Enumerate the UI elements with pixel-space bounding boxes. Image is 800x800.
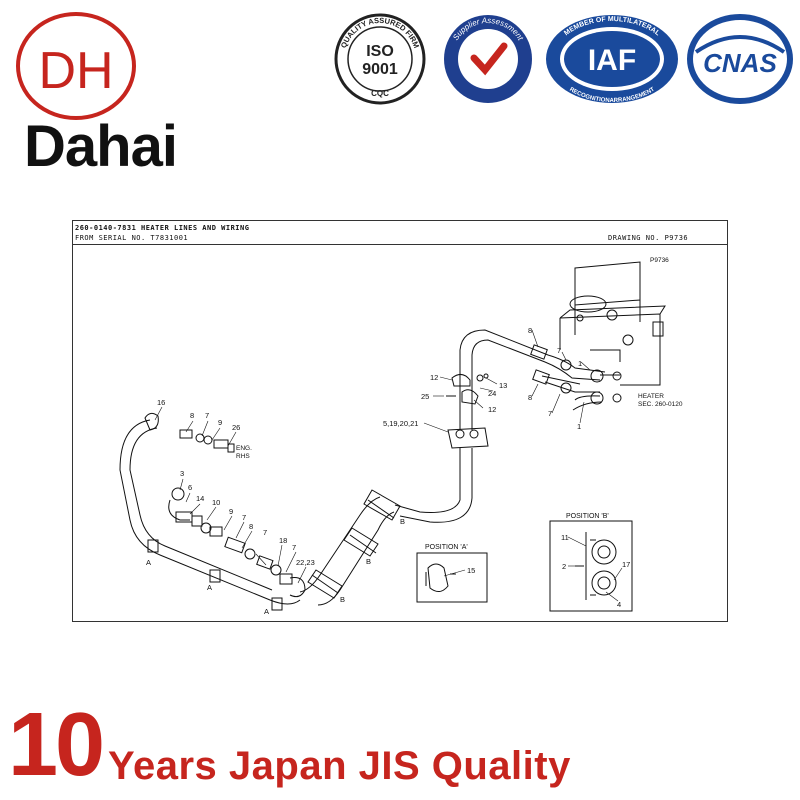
logo-text: DH (38, 42, 113, 100)
years-number: 10 (8, 695, 105, 795)
brand-name: Dahai (24, 114, 178, 179)
serial-line: FROM SERIAL NO. T7831001 (75, 234, 189, 242)
drawing-number: DRAWING NO. P9736 (608, 234, 689, 242)
svg-text:CNAS: CNAS (703, 48, 777, 78)
dh-logo: DH (16, 12, 136, 120)
parts-drawing-frame (72, 220, 728, 622)
svg-text:ISO: ISO (366, 43, 394, 60)
drawing-header-rule (72, 244, 728, 245)
svg-text:IAF: IAF (588, 44, 636, 77)
svg-text:9001: 9001 (362, 61, 398, 78)
quality-slogan: Years Japan JIS Quality (108, 744, 571, 788)
iaf-badge: MEMBER OF MULTILATERAL RECOGNITIONARRANG… (546, 15, 678, 104)
part-title: 260-0140-7831 HEATER LINES AND WIRING (75, 224, 250, 232)
checkmark-icon (470, 42, 508, 76)
svg-text:CQC: CQC (371, 89, 389, 98)
supplier-assessment-badge: Supplier Assessment (444, 15, 532, 103)
cnas-badge: CNAS (687, 14, 793, 104)
iso9001-badge: QUALITY ASSURED FIRM ISO 9001 CQC (334, 13, 426, 105)
